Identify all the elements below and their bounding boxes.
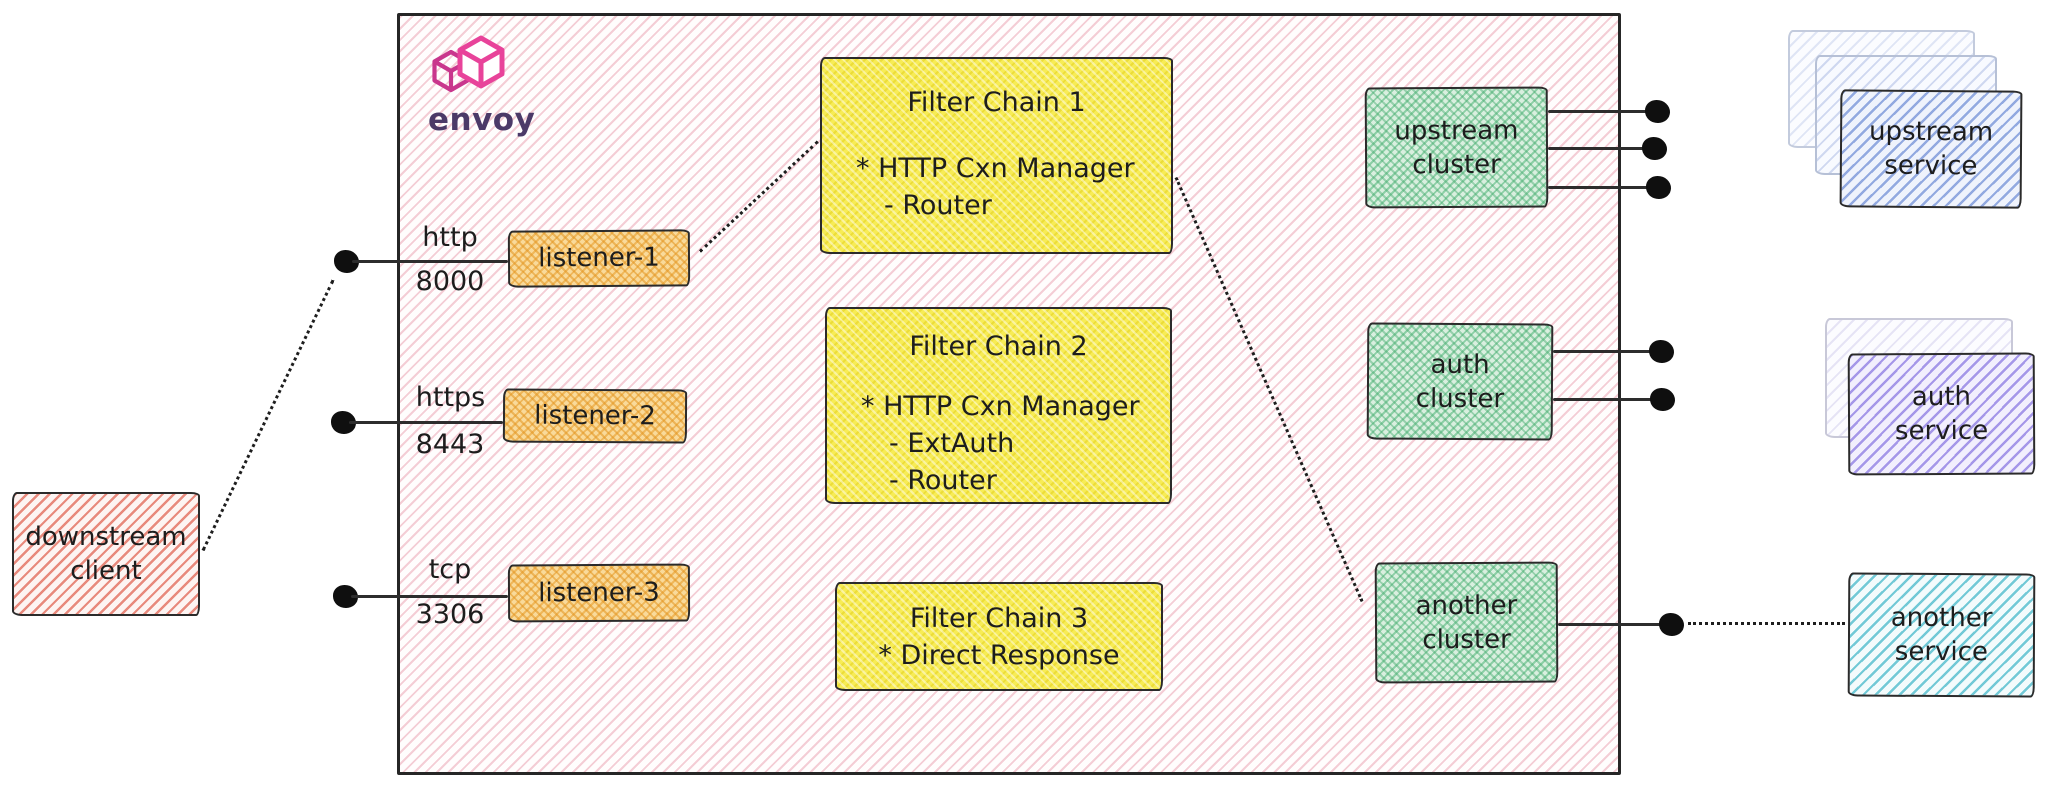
filter-chain-3-item: * Direct Response bbox=[878, 639, 1120, 671]
line-http-to-listener-1 bbox=[352, 260, 508, 263]
upstream-service-label-line1: upstream bbox=[1868, 116, 1994, 148]
line-upstream-cluster-endpoint-1 bbox=[1548, 110, 1650, 113]
upstream-cluster-label-line1: upstream bbox=[1394, 115, 1519, 146]
another-endpoint-dot bbox=[1659, 613, 1684, 636]
filter-chain-3-box: Filter Chain 3 * Direct Response bbox=[835, 582, 1163, 691]
filter-chain-2-item: - ExtAuth bbox=[889, 428, 1015, 459]
line-upstream-cluster-endpoint-2 bbox=[1548, 147, 1648, 150]
filter-chain-2-title: Filter Chain 2 bbox=[909, 331, 1088, 362]
auth-service-box: auth service bbox=[1847, 352, 2036, 476]
filter-chain-1-item: * HTTP Cxn Manager bbox=[856, 153, 1135, 184]
envoy-logo: envoy bbox=[426, 34, 536, 138]
line-upstream-cluster-endpoint-3 bbox=[1548, 186, 1650, 189]
filter-chain-1-item: - Router bbox=[884, 190, 992, 221]
filter-chain-2-item: - Router bbox=[889, 465, 997, 496]
another-cluster-label-line1: another bbox=[1415, 590, 1518, 621]
auth-endpoint-dot-1 bbox=[1649, 340, 1674, 363]
listener-2-box: listener-2 bbox=[502, 388, 688, 444]
filter-chain-3-title: Filter Chain 3 bbox=[909, 602, 1089, 634]
connector-client-to-http-endpoint bbox=[201, 279, 335, 552]
line-https-to-listener-2 bbox=[349, 421, 503, 424]
listener-1-box: listener-1 bbox=[507, 229, 691, 288]
line-auth-cluster-endpoint-1 bbox=[1553, 350, 1653, 353]
filter-chain-1-title: Filter Chain 1 bbox=[907, 87, 1086, 118]
downstream-client-label-line2: client bbox=[70, 556, 142, 586]
auth-service-label-line1: auth bbox=[1911, 381, 1972, 413]
https-endpoint-dot bbox=[331, 411, 356, 434]
auth-cluster-label-line1: auth bbox=[1430, 349, 1490, 380]
another-cluster-label-line2: cluster bbox=[1422, 624, 1511, 655]
listener-2-port-label: 8443 bbox=[415, 429, 485, 460]
listener-3-box: listener-3 bbox=[507, 563, 691, 623]
upstream-cluster-box: upstream cluster bbox=[1364, 86, 1549, 209]
envoy-logo-text: envoy bbox=[428, 102, 536, 138]
http-endpoint-dot bbox=[334, 250, 359, 273]
listener-3-port-label: 3306 bbox=[415, 599, 485, 630]
line-tcp-to-listener-3 bbox=[351, 595, 508, 598]
auth-endpoint-dot-2 bbox=[1650, 388, 1675, 411]
auth-cluster-box: auth cluster bbox=[1366, 322, 1554, 441]
tcp-endpoint-dot bbox=[333, 585, 358, 608]
upstream-service-label-line2: service bbox=[1884, 150, 1978, 182]
filter-chain-1-box: Filter Chain 1 * HTTP Cxn Manager - Rout… bbox=[820, 57, 1173, 254]
listener-1-port-label: 8000 bbox=[415, 266, 485, 297]
another-service-label-line2: service bbox=[1894, 636, 1989, 668]
auth-service-label-line2: service bbox=[1894, 415, 1989, 447]
envoy-logo-icon bbox=[432, 35, 505, 93]
upstream-endpoint-dot-3 bbox=[1646, 176, 1671, 199]
upstream-endpoint-dot-1 bbox=[1645, 100, 1670, 123]
filter-chain-2-box: Filter Chain 2 * HTTP Cxn Manager - ExtA… bbox=[825, 307, 1172, 504]
auth-cluster-label-line2: cluster bbox=[1415, 383, 1505, 414]
filter-chain-2-item: * HTTP Cxn Manager bbox=[861, 391, 1140, 422]
another-service-label-line1: another bbox=[1890, 602, 1993, 634]
listener-2-protocol-label: https bbox=[415, 382, 486, 413]
connector-another-endpoint-to-another-service bbox=[1688, 622, 1845, 625]
listener-3-protocol-label: tcp bbox=[428, 554, 472, 585]
line-another-cluster-endpoint bbox=[1558, 623, 1664, 626]
listener-3-label: listener-3 bbox=[538, 577, 660, 608]
downstream-client-label-line1: downstream bbox=[25, 522, 187, 552]
another-service-box: another service bbox=[1847, 572, 2036, 698]
upstream-cluster-label-line2: cluster bbox=[1412, 149, 1501, 180]
line-auth-cluster-endpoint-2 bbox=[1553, 398, 1654, 401]
another-cluster-box: another cluster bbox=[1374, 561, 1559, 684]
upstream-service-box: upstream service bbox=[1839, 89, 2023, 209]
downstream-client-box: downstream client bbox=[12, 492, 200, 616]
listener-1-label: listener-1 bbox=[538, 242, 660, 274]
listener-2-label: listener-2 bbox=[534, 400, 656, 431]
upstream-endpoint-dot-2 bbox=[1642, 137, 1667, 160]
listener-1-protocol-label: http bbox=[422, 222, 478, 253]
